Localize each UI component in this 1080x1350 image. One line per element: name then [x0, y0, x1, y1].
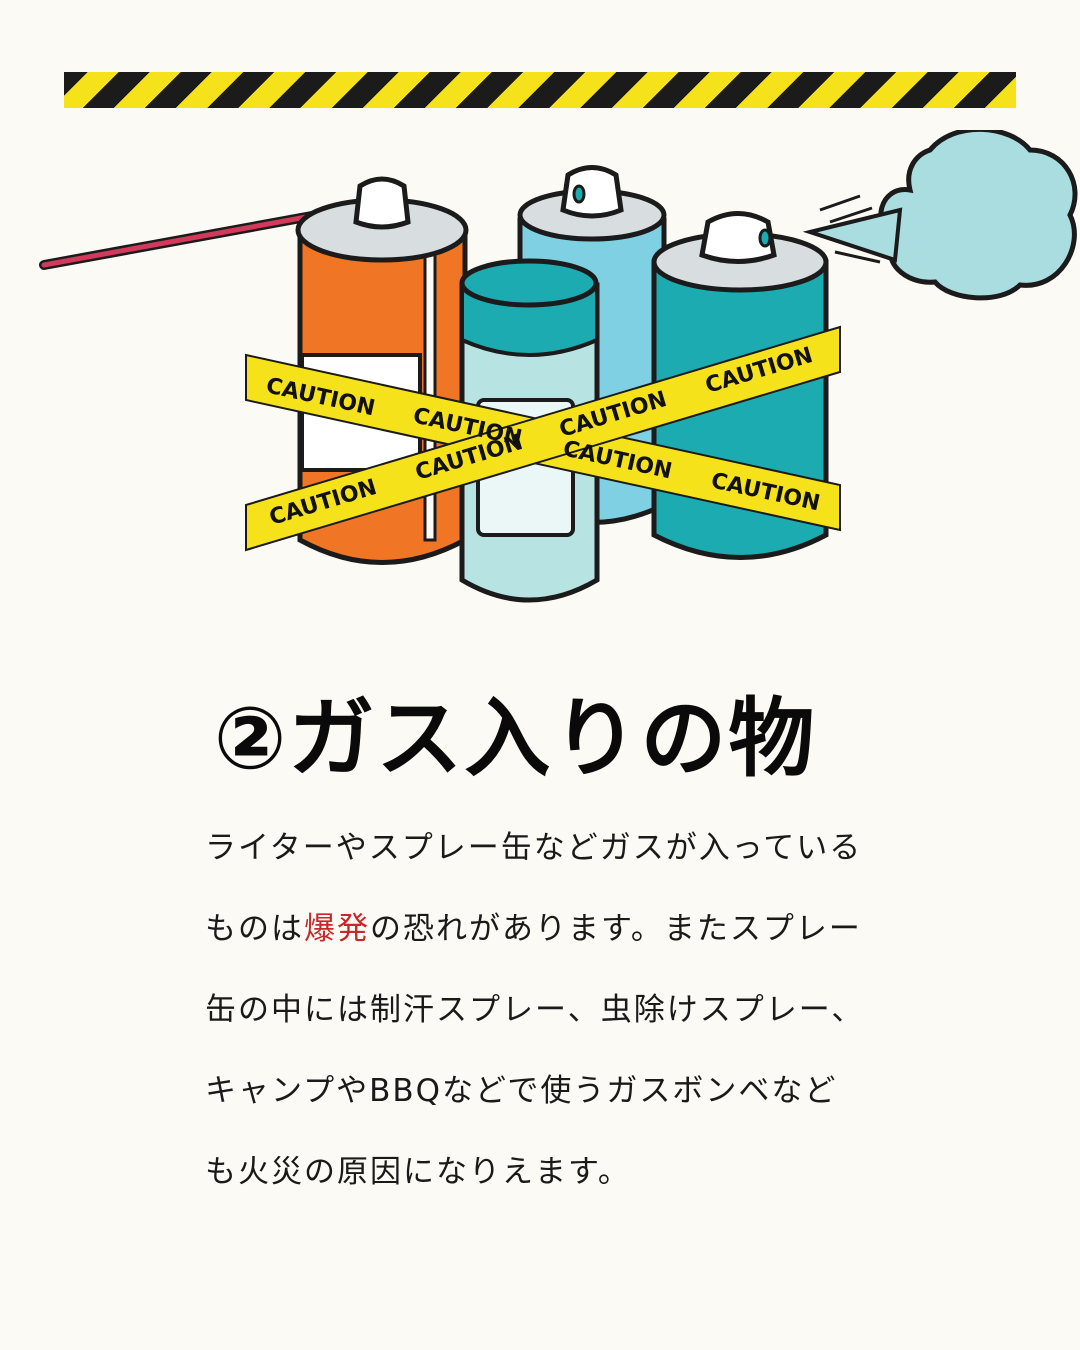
description-line: 缶の中には制汗スプレー、虫除けスプレー、: [205, 992, 865, 1028]
text-segment: の恐れがあります。またスプレー: [370, 911, 862, 947]
hazard-stripe-banner: [64, 72, 1016, 108]
description-line: ものは爆発の恐れがあります。またスプレー: [205, 899, 905, 980]
spray-cans-illustration: CAUTION CAUTION CAUTION CAUTION CAUTION …: [39, 130, 1078, 603]
description-line: も火災の原因になりえます。: [205, 1154, 631, 1190]
description-line: ライターやスプレー缶などガスが入っている: [205, 830, 863, 866]
gas-cloud-icon: [802, 130, 1078, 301]
text-segment: ものは: [205, 911, 304, 947]
description-text: ライターやスプレー缶などガスが入っている ものは爆発の恐れがあります。またスプレ…: [205, 818, 905, 1223]
description-line: キャンプやBBQなどで使うガスボンベなど: [205, 1073, 838, 1109]
caution-tape: [245, 325, 841, 552]
highlighted-word: 爆発: [304, 911, 370, 947]
page-title: ②ガス入りの物: [213, 689, 817, 789]
